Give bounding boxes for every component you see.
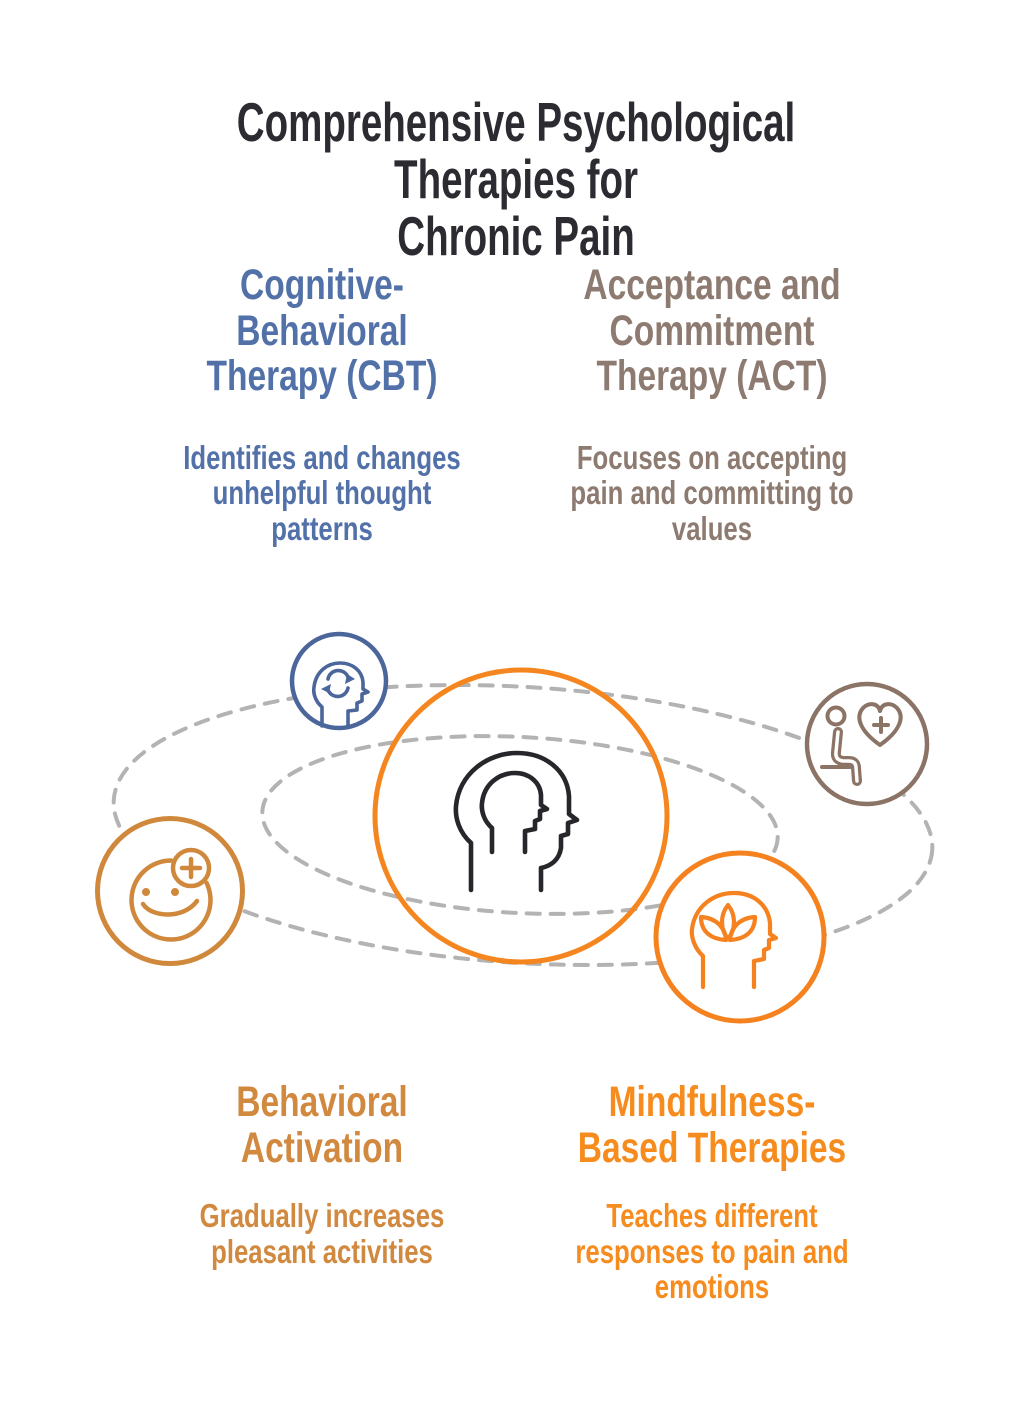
head-in-head-profile-icon (453, 750, 580, 893)
ba-heading: Behavioral Activation (236, 1078, 408, 1172)
head-lotus-icon (689, 890, 779, 990)
section-mindfulness: Mindfulness- Based Therapies Teaches dif… (522, 1078, 902, 1305)
mb-orbit-node (653, 850, 827, 1024)
cbt-orbit-node (289, 631, 389, 731)
orbit-inner-ellipse (260, 734, 780, 916)
smiley-plus-icon (129, 847, 213, 942)
head-refresh-icon (311, 661, 370, 728)
ba-orbit-node (95, 816, 245, 966)
central-circle (372, 667, 670, 965)
ba-description: Gradually increases pleasant activities (199, 1197, 445, 1270)
act-node-circle (804, 681, 930, 807)
mb-heading: Mindfulness- Based Therapies (577, 1078, 847, 1172)
therapy-orbit-diagram (95, 631, 935, 1024)
cbt-heading: Cognitive- Behavioral Therapy (CBT) (206, 261, 438, 400)
page-title: Comprehensive Psychological Therapies fo… (236, 91, 796, 267)
cbt-node-circle (289, 631, 389, 731)
act-orbit-node (804, 681, 930, 807)
section-cbt: Cognitive- Behavioral Therapy (CBT) Iden… (132, 261, 512, 547)
person-heart-plus-icon (820, 702, 903, 786)
section-act: Acceptance and Commitment Therapy (ACT) … (522, 261, 902, 547)
mb-description: Teaches different responses to pain and … (575, 1197, 849, 1305)
cbt-description: Identifies and changes unhelpful thought… (183, 438, 461, 547)
section-behavioral-activation: Behavioral Activation Gradually increase… (132, 1078, 512, 1270)
act-heading: Acceptance and Commitment Therapy (ACT) (583, 261, 841, 400)
act-description: Focuses on accepting pain and committing… (570, 438, 854, 547)
